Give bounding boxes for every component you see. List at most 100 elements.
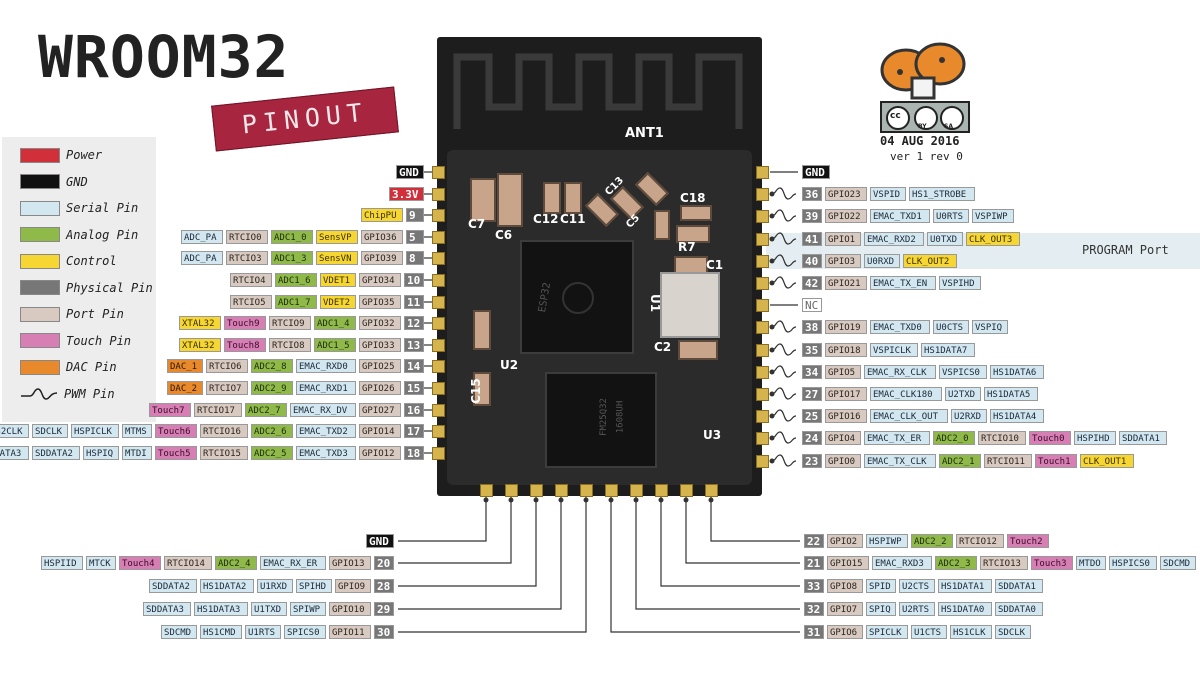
legend-label: Serial Pin <box>66 201 139 215</box>
wire-junction-dot <box>608 497 614 503</box>
pin-label-port: RTCIO3 <box>226 251 268 265</box>
right-pin-pad <box>756 455 769 468</box>
pin-label-port: RTCIO17 <box>194 403 242 417</box>
by-attribution-icon <box>914 106 938 130</box>
program-port-label: PROGRAM Port <box>1082 243 1169 257</box>
legend-swatch-analog <box>20 227 60 242</box>
pin-label-serial: HS1DATA6 <box>990 365 1044 379</box>
pin-label-touch: Touch7 <box>149 403 191 417</box>
pwm-wave-icon <box>771 454 797 467</box>
pwm-wave-icon <box>771 409 797 422</box>
pwm-wave-icon <box>771 232 797 245</box>
pin-label-port: GPIO27 <box>359 403 401 417</box>
pin-label-serial: HSPICS0 <box>1109 556 1157 570</box>
right-pin-pad <box>756 255 769 268</box>
pin-label-touch: Touch2 <box>1007 534 1049 548</box>
pin-label-touch: Touch4 <box>119 556 161 570</box>
legend-label: Physical Pin <box>66 280 153 295</box>
pin-label-port: GPIO34 <box>359 273 401 287</box>
bottom-left-pin-wire <box>398 496 587 633</box>
publish-date: 04 AUG 2016 <box>880 134 960 148</box>
right-pin-pad <box>756 210 769 223</box>
pin-label-nc: NC <box>802 298 822 312</box>
bottom-pin-pad <box>505 484 518 497</box>
pin-label-port: GPIO19 <box>825 320 867 334</box>
pin-label-serial: SDDATA0 <box>995 602 1043 616</box>
pwm-wave-icon <box>771 209 797 222</box>
wire-junction-dot <box>708 497 714 503</box>
legend-label: GND <box>66 174 88 189</box>
legend-swatch-port <box>20 306 60 322</box>
capacitor-c6 <box>497 173 523 227</box>
pin-label-port: GPIO36 <box>361 230 403 244</box>
pin-label-serial: HS1DATA0 <box>938 602 992 616</box>
pin-label-serial: HS1DATA2 <box>200 579 254 593</box>
wire-junction-dot <box>633 497 639 503</box>
legend-label: DAC Pin <box>66 360 117 374</box>
pin-label-port: GPIO8 <box>827 579 863 593</box>
pin-label-gnd: GND <box>802 165 830 179</box>
pin-label-dac: DAC_1 <box>167 359 203 373</box>
wire-junction-dot <box>683 497 689 503</box>
pin-label-serial: SPID <box>866 579 896 593</box>
pin-label-serial: VSPICS0 <box>939 365 987 379</box>
pin-label-serial: VSPIWP <box>972 209 1014 223</box>
pwm-wave-icon <box>771 254 797 267</box>
share-alike-icon <box>940 106 964 130</box>
pin-label-port: GPIO2 <box>827 534 863 548</box>
left-pin-pad <box>432 166 445 179</box>
pin-label-touch: Touch3 <box>1031 556 1073 570</box>
pin-label-serial: U0TXD <box>927 232 963 246</box>
pin-label-control: ChipPU <box>361 208 403 222</box>
pin-label-physical: 10 <box>404 273 424 287</box>
bottom-pin-pad <box>605 484 618 497</box>
pin-label-serial: EMAC_TX_CLK <box>864 454 936 468</box>
right-pin-pad <box>756 388 769 401</box>
left-pin-pad <box>432 447 445 460</box>
pin-label-serial: SDDATA3 <box>143 602 191 616</box>
left-pin-pad <box>432 188 445 201</box>
pin-label-serial: EMAC_RX_DV <box>290 403 356 417</box>
pin-label-physical: 13 <box>404 338 424 352</box>
pin-label-serial: VSPID <box>870 187 906 201</box>
cc-sa-text: SA <box>944 123 953 130</box>
pwm-wave-icon <box>771 276 797 289</box>
cc-by-text: BY <box>918 123 927 130</box>
pin-label-port: GPIO13 <box>329 556 371 570</box>
capacitor-c18 <box>680 205 712 221</box>
pin-label-serial: SPIQ <box>866 602 896 616</box>
pin-label-serial: ADC_PA <box>181 251 223 265</box>
wire-junction-dot <box>483 497 489 503</box>
pin-label-touch: Touch5 <box>155 446 197 460</box>
pin-label-control: SensVN <box>316 251 358 265</box>
pin-label-control: CLK_OUT3 <box>966 232 1020 246</box>
pin-label-serial: EMAC_RXD2 <box>864 232 924 246</box>
bottom-pin-pad <box>705 484 718 497</box>
left-pin-pad <box>432 339 445 352</box>
pin-label-serial: HS1DATA3 <box>194 602 248 616</box>
legend-item-serial: Serial Pin <box>20 200 138 216</box>
pin-label-port: RTCIO12 <box>956 534 1004 548</box>
pin-label-serial: EMAC_TX_ER <box>864 431 930 445</box>
bottom-right-pin-wire <box>660 496 800 587</box>
wire-junction-dot <box>583 497 589 503</box>
pin-label-physical: 38 <box>802 320 822 334</box>
pin-label-analog: ADC2_7 <box>245 403 287 417</box>
legend-label: Power <box>66 148 103 162</box>
pin-label-serial: HSPIQ <box>83 446 119 460</box>
pin-label-physical: 39 <box>802 209 822 223</box>
pin-label-serial: SDCLK <box>995 625 1031 639</box>
pin-label-serial: HS1CMD <box>200 625 242 639</box>
pin-label-serial: EMAC_RXD0 <box>296 359 356 373</box>
pin-label-serial: EMAC_CLK180 <box>870 387 942 401</box>
pin-label-analog: ADC2_3 <box>935 556 977 570</box>
pin-label-analog: ADC2_0 <box>933 431 975 445</box>
right-pin-pad <box>756 188 769 201</box>
page-title: WROOM32 <box>38 23 290 91</box>
label-c18: C18 <box>680 191 706 205</box>
legend-label: Port Pin <box>66 307 124 321</box>
legend-label: Touch Pin <box>66 333 132 348</box>
pin-label-port: GPIO22 <box>825 209 867 223</box>
legend-item-control: Control <box>20 253 117 269</box>
pwm-wave-icon <box>771 431 797 444</box>
